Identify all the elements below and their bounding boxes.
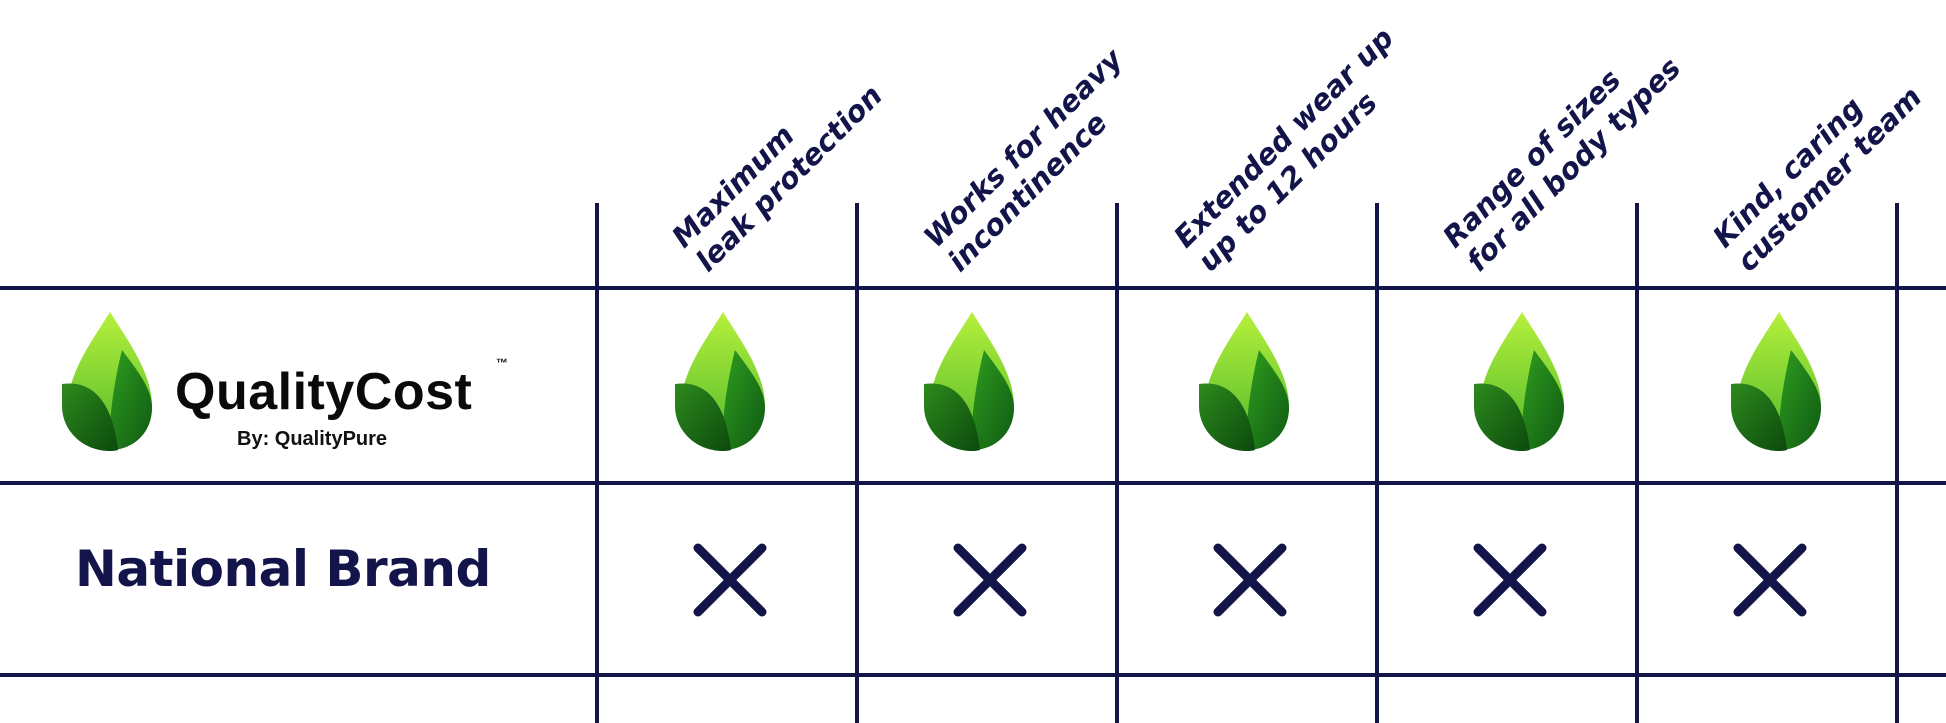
- competitor-name: National Brand: [75, 540, 491, 598]
- green-drop-icon: [1719, 308, 1839, 460]
- qualitycost-logo: QualityCost ™ By: QualityPure: [60, 310, 520, 460]
- header-line: Works for heavy: [917, 41, 1130, 255]
- row-divider-bottom: [0, 673, 1946, 677]
- x-mark-icon: [1210, 540, 1290, 620]
- green-drop-icon: [1462, 308, 1582, 460]
- header-line: for all body types: [1460, 50, 1688, 279]
- trademark-mark: ™: [496, 356, 508, 370]
- row-divider-top: [0, 286, 1946, 290]
- green-drop-icon: [60, 310, 160, 458]
- green-drop-icon: [1187, 308, 1307, 460]
- column-divider: [1895, 203, 1899, 723]
- column-divider: [1635, 203, 1639, 723]
- x-mark-icon: [1730, 540, 1810, 620]
- header-line: Extended wear up: [1167, 20, 1401, 255]
- column-divider: [1115, 203, 1119, 723]
- row-divider-middle: [0, 481, 1946, 485]
- x-mark-icon: [950, 540, 1030, 620]
- header-line: up to 12 hours: [1191, 85, 1384, 279]
- brand-byline: By: QualityPure: [237, 428, 388, 450]
- green-drop-icon: [663, 308, 783, 460]
- column-divider: [595, 203, 599, 723]
- x-mark-icon: [1470, 540, 1550, 620]
- column-divider: [1375, 203, 1379, 723]
- x-mark-icon: [690, 540, 770, 620]
- header-line: Range of sizes: [1436, 62, 1628, 255]
- header-line: incontinence: [941, 105, 1114, 279]
- brand-name: QualityCost: [175, 363, 473, 421]
- column-divider: [855, 203, 859, 723]
- green-drop-icon: [912, 308, 1032, 460]
